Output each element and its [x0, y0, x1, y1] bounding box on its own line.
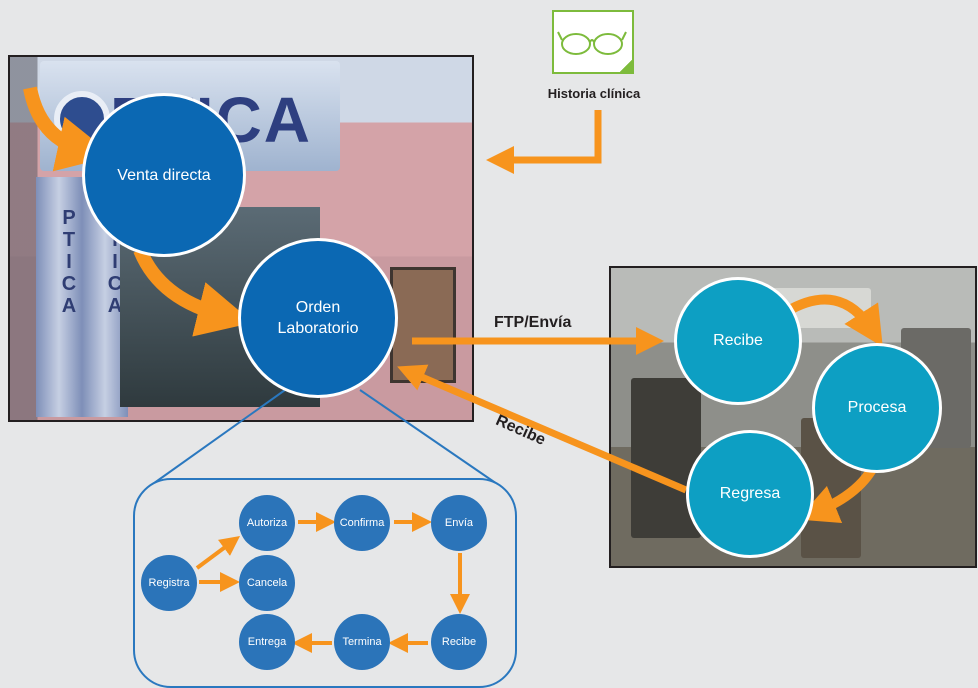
store-pillar-left: PTICA [36, 177, 82, 417]
step-registra: Registra [141, 555, 197, 611]
node-lab-recibe-label: Recibe [713, 332, 763, 349]
step-confirma: Confirma [334, 495, 390, 551]
step-termina-label: Termina [342, 636, 382, 648]
step-entrega: Entrega [239, 614, 295, 670]
step-termina: Termina [334, 614, 390, 670]
step-autoriza-label: Autoriza [246, 517, 288, 529]
step-envia: Envía [431, 495, 487, 551]
arrow-historia [486, 110, 602, 174]
node-venta-directa-label: Venta directa [117, 166, 211, 184]
zoom-line-left [149, 389, 286, 487]
step-confirma-label: Confirma [339, 517, 385, 529]
node-lab-procesa: Procesa [812, 343, 942, 473]
step-autoriza: Autoriza [239, 495, 295, 551]
glasses-icon [557, 31, 627, 55]
arrow-venta-to-orden [133, 247, 254, 337]
store-pillar-text: PTICA [58, 207, 80, 317]
step-cancela: Cancela [239, 555, 295, 611]
zoom-line-right [359, 389, 501, 487]
historia-clinica-label: Historia clínica [547, 86, 641, 101]
arrow-recibe-back [397, 364, 688, 494]
historia-clinica-box [552, 10, 634, 74]
step-recibe: Recibe [431, 614, 487, 670]
node-orden-laboratorio: Orden Laboratorio [238, 238, 398, 398]
store-door [390, 267, 456, 383]
step-envia-label: Envía [444, 517, 474, 529]
node-lab-regresa: Regresa [686, 430, 814, 558]
arrow-recibe-procesa [783, 294, 883, 347]
node-orden-laboratorio-label: Orden Laboratorio [277, 299, 359, 337]
arrow-into-venta [23, 86, 114, 172]
step-entrega-label: Entrega [247, 636, 287, 648]
node-lab-procesa-label: Procesa [847, 399, 907, 416]
step-recibe-label: Recibe [441, 636, 477, 648]
step-cancela-label: Cancela [246, 577, 288, 589]
node-lab-recibe: Recibe [674, 277, 802, 405]
link-envia-label: FTP/Envía [494, 314, 572, 331]
node-venta-directa: Venta directa [82, 93, 246, 257]
node-lab-regresa-label: Regresa [719, 485, 781, 502]
step-registra-label: Registra [148, 577, 190, 589]
